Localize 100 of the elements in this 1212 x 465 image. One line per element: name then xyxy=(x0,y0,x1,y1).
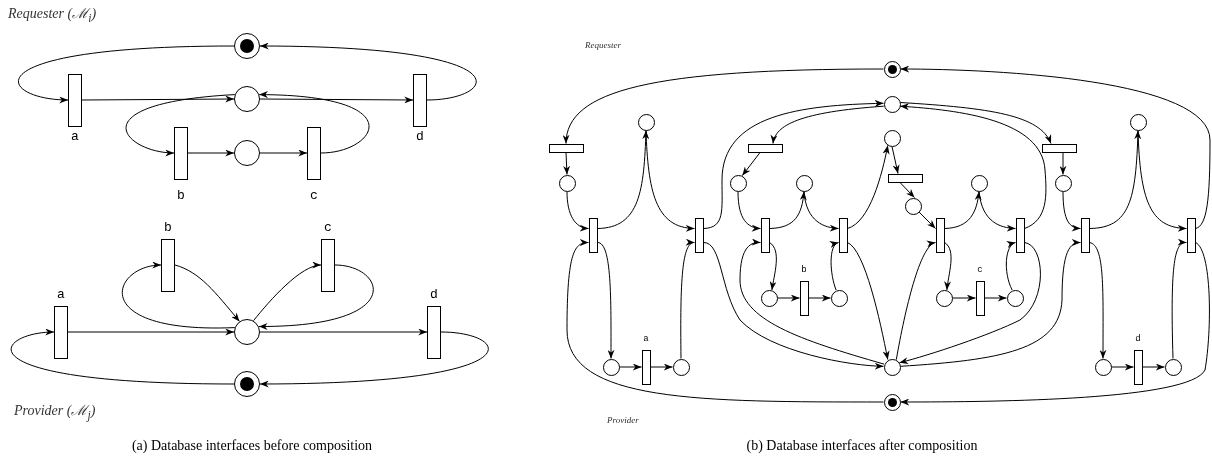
arc-arrow xyxy=(645,130,695,232)
arc-arrow xyxy=(125,94,236,156)
arc-arrow xyxy=(253,262,322,322)
arc-arrow xyxy=(258,91,370,154)
place-circle xyxy=(970,174,988,192)
figure-caption: (a) Database interfaces before composition xyxy=(131,438,373,455)
arc-arrow xyxy=(18,45,235,103)
arc-arrow xyxy=(1089,130,1142,229)
transition-label: a xyxy=(71,128,79,144)
transition-bar xyxy=(838,218,848,253)
arc-arrow xyxy=(259,96,414,104)
place-circle xyxy=(729,174,747,192)
arc-arrow xyxy=(259,328,428,336)
net-role-label: Requester (ℳ$_{i}$) xyxy=(8,6,97,26)
arc-arrow xyxy=(703,242,884,370)
arc-arrow xyxy=(597,130,650,229)
arc-arrow xyxy=(258,264,374,330)
arc-arrow xyxy=(1142,363,1165,371)
arc-arrow xyxy=(769,191,807,229)
place-circle xyxy=(935,289,953,307)
place-circle xyxy=(883,358,901,376)
arc-arrow xyxy=(891,146,900,174)
transition-bar xyxy=(588,218,598,253)
arc-arrow xyxy=(944,242,952,291)
place-circle xyxy=(1129,113,1147,131)
net-role-label: Provider (ℳ$_{j}$) xyxy=(14,403,96,423)
place-circle xyxy=(234,319,260,345)
transition-bar xyxy=(1080,218,1090,253)
place-circle xyxy=(602,358,620,376)
place-circle xyxy=(760,289,778,307)
place-circle xyxy=(904,197,922,215)
place-circle xyxy=(1164,358,1182,376)
arc-arrow xyxy=(81,95,235,103)
place-circle xyxy=(830,289,848,307)
place-circle xyxy=(234,86,260,112)
transition-label: c xyxy=(310,187,318,203)
arc-arrow xyxy=(11,329,235,385)
arc-arrow xyxy=(703,100,884,229)
marked-place-circle xyxy=(883,393,901,411)
transition-bar xyxy=(694,218,704,253)
place-circle xyxy=(883,129,901,147)
marked-place-circle xyxy=(234,371,260,397)
transition-bar xyxy=(548,143,584,153)
arc-arrow xyxy=(1111,363,1134,371)
arc-arrow xyxy=(984,294,1007,302)
transition-bar xyxy=(935,218,945,253)
arc-arrow xyxy=(899,103,1047,229)
marked-place-circle xyxy=(883,60,901,78)
place-circle xyxy=(637,113,655,131)
place-circle xyxy=(558,174,576,192)
arc-arrow xyxy=(1171,239,1187,359)
arc-arrow xyxy=(121,262,236,329)
arc-arrow xyxy=(829,242,839,291)
place-circle xyxy=(1054,174,1072,192)
arc-arrow xyxy=(978,191,1016,232)
arc-arrow xyxy=(259,149,308,157)
arc-arrow xyxy=(1137,130,1187,232)
transition-bar xyxy=(1015,218,1025,253)
arc-arrow xyxy=(769,242,777,291)
marked-place-circle xyxy=(234,33,260,59)
arc-arrow xyxy=(899,182,915,199)
transition-label: c xyxy=(324,219,332,235)
arc-arrow xyxy=(847,242,890,361)
place-circle xyxy=(672,358,690,376)
place-circle xyxy=(234,140,260,166)
arc-arrow xyxy=(174,264,240,322)
arc-arrow xyxy=(619,363,642,371)
transition-bar xyxy=(1041,143,1077,153)
arc-arrow xyxy=(1062,191,1081,232)
arc-arrow xyxy=(597,242,615,359)
transition-bar xyxy=(747,143,783,153)
transition-label: d xyxy=(430,286,438,302)
arc-arrow xyxy=(739,238,885,365)
arc-arrow xyxy=(741,152,761,177)
transition-bar xyxy=(760,218,770,253)
arc-arrow xyxy=(1059,152,1067,175)
arc-arrow xyxy=(898,242,1041,364)
net-role-label: Requester xyxy=(585,40,621,51)
arc-arrow xyxy=(900,65,1211,229)
arc-arrow xyxy=(771,105,885,144)
arc-arrow xyxy=(899,102,1052,144)
arc-arrow xyxy=(1089,242,1107,359)
place-circle xyxy=(883,95,901,113)
arc-arrow xyxy=(808,294,831,302)
arc-arrow xyxy=(563,152,571,175)
arc-arrow xyxy=(566,191,589,231)
place-circle xyxy=(1094,358,1112,376)
net-role-label: Provider xyxy=(607,415,639,426)
transition-label: b xyxy=(177,187,185,203)
transition-label: d xyxy=(416,128,424,144)
transition-label: b xyxy=(164,219,172,235)
arc-arrow xyxy=(259,331,489,388)
transition-bar xyxy=(887,173,923,183)
transition-label: b xyxy=(801,264,807,276)
arc-arrow xyxy=(650,363,673,371)
arc-arrow xyxy=(67,328,235,336)
transition-bar xyxy=(1186,218,1196,253)
transition-label: d xyxy=(1135,333,1141,345)
figure-caption: (b) Database interfaces after composition xyxy=(746,438,978,455)
transition-label: a xyxy=(57,286,65,302)
